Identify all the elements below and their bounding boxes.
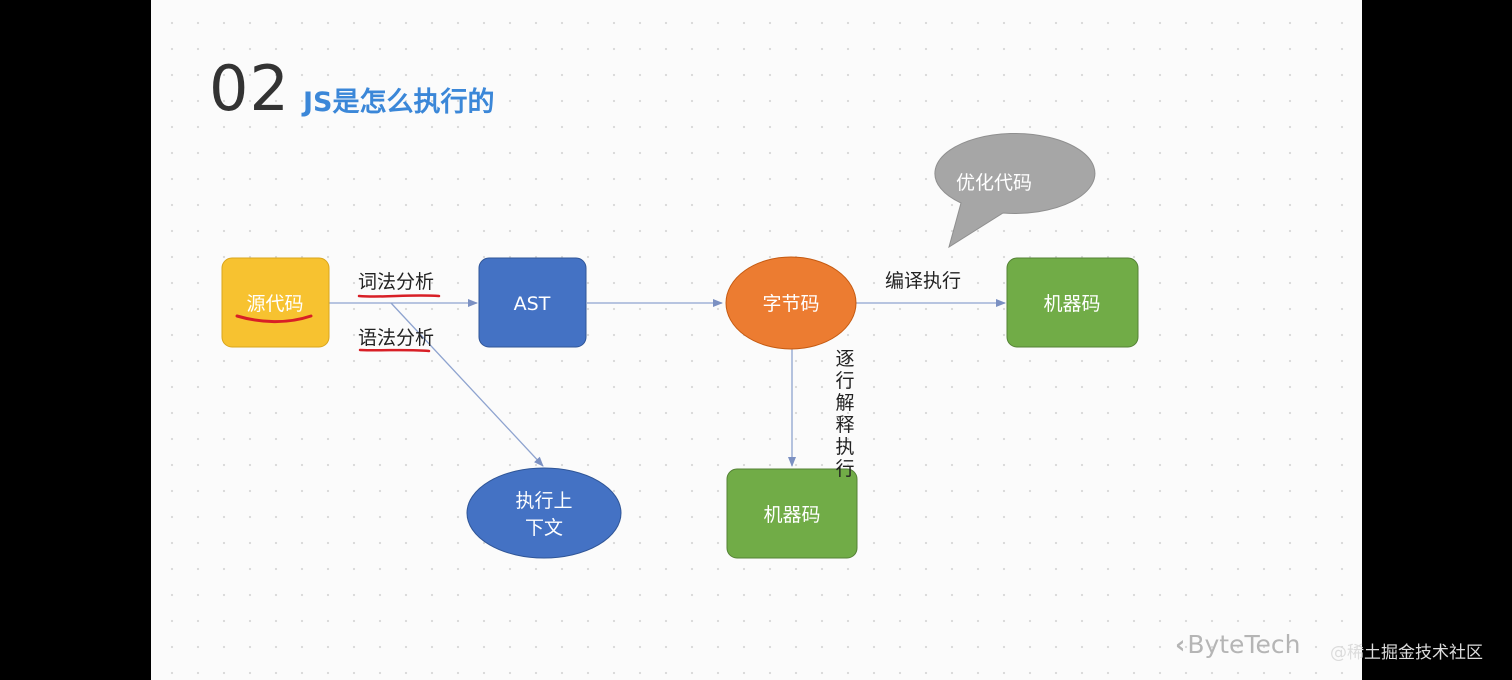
slide: 02 JS是怎么执行的 源代码 AST 字节码 机器码 机器码 执行上 [151,0,1362,680]
watermark: @稀土掘金技术社区 [1330,643,1483,663]
js-execution-flow-diagram: 源代码 AST 字节码 机器码 机器码 执行上 下文 优化代码 词法分析 语法分… [221,132,1139,559]
node-execution-context [466,467,622,559]
bytetech-logo-text: ByteTech [1187,630,1301,659]
syntax-analysis-underline-mark [358,348,431,353]
interpret-char-1: 逐 [835,348,854,370]
node-optimize-code [934,132,1096,249]
lexical-analysis-underline-mark [357,294,441,298]
node-machine-code-bottom [726,468,858,559]
interpret-char-5: 执 [835,436,854,458]
node-optimize-code-label: 优化代码 [956,172,1032,194]
node-ast [478,257,587,348]
source-code-underline-mark [235,314,313,324]
interpret-char-2: 行 [835,370,854,392]
edge-label-syntax-analysis: 语法分析 [358,327,434,349]
node-execution-context-label-line1: 执行上 [515,490,572,512]
node-source-code [221,257,330,348]
node-machine-code-top [1006,257,1139,348]
interpret-char-6: 行 [835,458,854,480]
section-number: 02 [209,52,290,125]
node-ast-label: AST [514,293,551,315]
edge-label-compile-execute: 编译执行 [885,270,961,292]
node-execution-context-label-line2: 下文 [525,517,563,539]
edge-label-interpret-line-by-line: 逐 行 解 释 执 行 [835,348,854,480]
interpret-char-3: 解 [835,392,854,414]
node-bytecode-label: 字节码 [762,293,819,315]
node-machine-code-bottom-label: 机器码 [763,504,820,526]
bytetech-chevron-icon: ‹ [1175,630,1186,659]
node-machine-code-top-label: 机器码 [1043,293,1100,315]
interpret-char-4: 释 [835,414,854,436]
edge-source-to-exec-context [390,302,544,467]
node-bytecode [725,256,857,350]
bytetech-logo: ‹ByteTech [1175,630,1300,659]
slide-title: JS是怎么执行的 [303,87,495,118]
node-source-code-label: 源代码 [246,293,303,315]
edge-label-lexical-analysis: 词法分析 [358,271,434,293]
